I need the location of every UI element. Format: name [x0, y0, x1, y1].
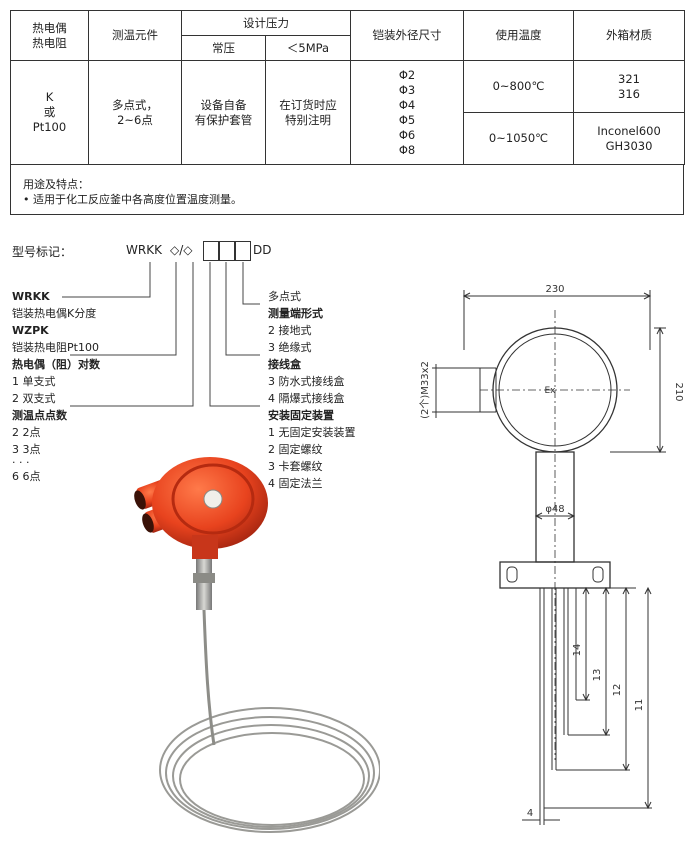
- dim-width: 230: [545, 284, 564, 295]
- model-right-4: 接线盒: [268, 358, 301, 371]
- model-right-1: 测量端形式: [268, 307, 323, 320]
- header-normal-pressure: 常压: [181, 35, 266, 61]
- thread-label: (2个)M33x2: [419, 361, 431, 419]
- model-box-3: [235, 241, 251, 261]
- model-right-0: 多点式: [268, 290, 301, 303]
- header-high-pressure: ＜5MPa: [265, 35, 351, 61]
- model-right-6: 4 隔爆式接线盒: [268, 392, 345, 405]
- model-left-0: WRKK: [12, 290, 50, 303]
- model-label: 型号标记：: [12, 245, 73, 259]
- model-right-7: 安装固定装置: [268, 409, 334, 422]
- model-left-list: WRKK 铠装热电偶K分度 WZPK 铠装热电阻Pt100 热电偶（阻）对数 1…: [12, 288, 100, 485]
- model-left-2: WZPK: [12, 324, 49, 337]
- header-pressure: 设计压力: [181, 10, 351, 36]
- model-left-7: 测温点点数: [12, 409, 67, 422]
- model-right-10: 3 卡套螺纹: [268, 460, 323, 473]
- model-right-9: 2 固定螺纹: [268, 443, 323, 456]
- model-left-10: · · ·: [12, 456, 30, 469]
- model-left-3: 铠装热电阻Pt100: [12, 341, 99, 354]
- model-code-diamonds: ◇/◇: [170, 243, 193, 257]
- model-right-list: 多点式 测量端形式 2 接地式 3 绝缘式 接线盒 3 防水式接线盒 4 隔爆式…: [268, 288, 356, 492]
- model-box-2: [219, 241, 235, 261]
- dim-4: 4: [527, 808, 533, 819]
- model-right-8: 1 无固定安装装置: [268, 426, 356, 439]
- header-sensor: 测温元件: [88, 10, 182, 61]
- model-left-8: 2 2点: [12, 426, 41, 439]
- model-left-1: 铠装热电偶K分度: [12, 307, 97, 320]
- model-left-11: 6 6点: [12, 470, 41, 483]
- dim-14: 14: [572, 644, 583, 657]
- dim-diameter: φ48: [545, 504, 564, 515]
- dim-height: 210: [673, 382, 684, 401]
- technical-drawing: 230 210 (2个)M33x2 Ex φ48 14 13 12 11 4: [419, 284, 684, 825]
- model-left-4: 热电偶（阻）对数: [12, 358, 100, 371]
- spec-table: 热电偶热电阻 测温元件 设计压力 铠装外径尺寸 使用温度 外箱材质 常压 ＜5M…: [10, 10, 685, 165]
- usage-title: 用途及特点：: [23, 178, 89, 191]
- dim-12: 12: [612, 684, 623, 697]
- model-box-1: [203, 241, 219, 261]
- usage-box: 用途及特点： • 适用于化工反应釜中各高度位置温度测量。: [10, 164, 684, 215]
- product-photo: [134, 457, 380, 833]
- cell-normal-pressure: 设备自备有保护套管: [181, 60, 266, 165]
- model-code-suffix: DD: [253, 243, 272, 257]
- model-right-3: 3 绝缘式: [268, 341, 312, 354]
- dim-11: 11: [634, 699, 645, 712]
- cell-sensor: 多点式，2~6点: [88, 60, 182, 165]
- ex-mark: Ex: [544, 386, 556, 396]
- cell-temp-800: 0~800℃: [463, 60, 574, 113]
- model-left-6: 2 双支式: [12, 392, 56, 405]
- model-connector-lines: [62, 262, 260, 407]
- nameplate-icon: [203, 489, 223, 509]
- model-right-2: 2 接地式: [268, 324, 312, 337]
- model-left-9: 3 3点: [12, 443, 41, 456]
- coiled-cable: [159, 707, 380, 833]
- cell-high-pressure: 在订货时应特别注明: [265, 60, 351, 165]
- header-temperature: 使用温度: [463, 10, 574, 61]
- model-right-5: 3 防水式接线盒: [268, 375, 345, 388]
- header-diameter: 铠装外径尺寸: [350, 10, 464, 61]
- dim-13: 13: [592, 669, 603, 682]
- header-element-type: 热电偶热电阻: [10, 10, 89, 61]
- cell-temp-1050: 0~1050℃: [463, 112, 574, 165]
- model-code-prefix: WRKK: [126, 243, 162, 257]
- model-left-5: 1 单支式: [12, 375, 56, 388]
- probe-sheath: [202, 609, 216, 746]
- usage-bullet: • 适用于化工反应釜中各高度位置温度测量。: [23, 193, 242, 206]
- model-right-11: 4 固定法兰: [268, 477, 323, 490]
